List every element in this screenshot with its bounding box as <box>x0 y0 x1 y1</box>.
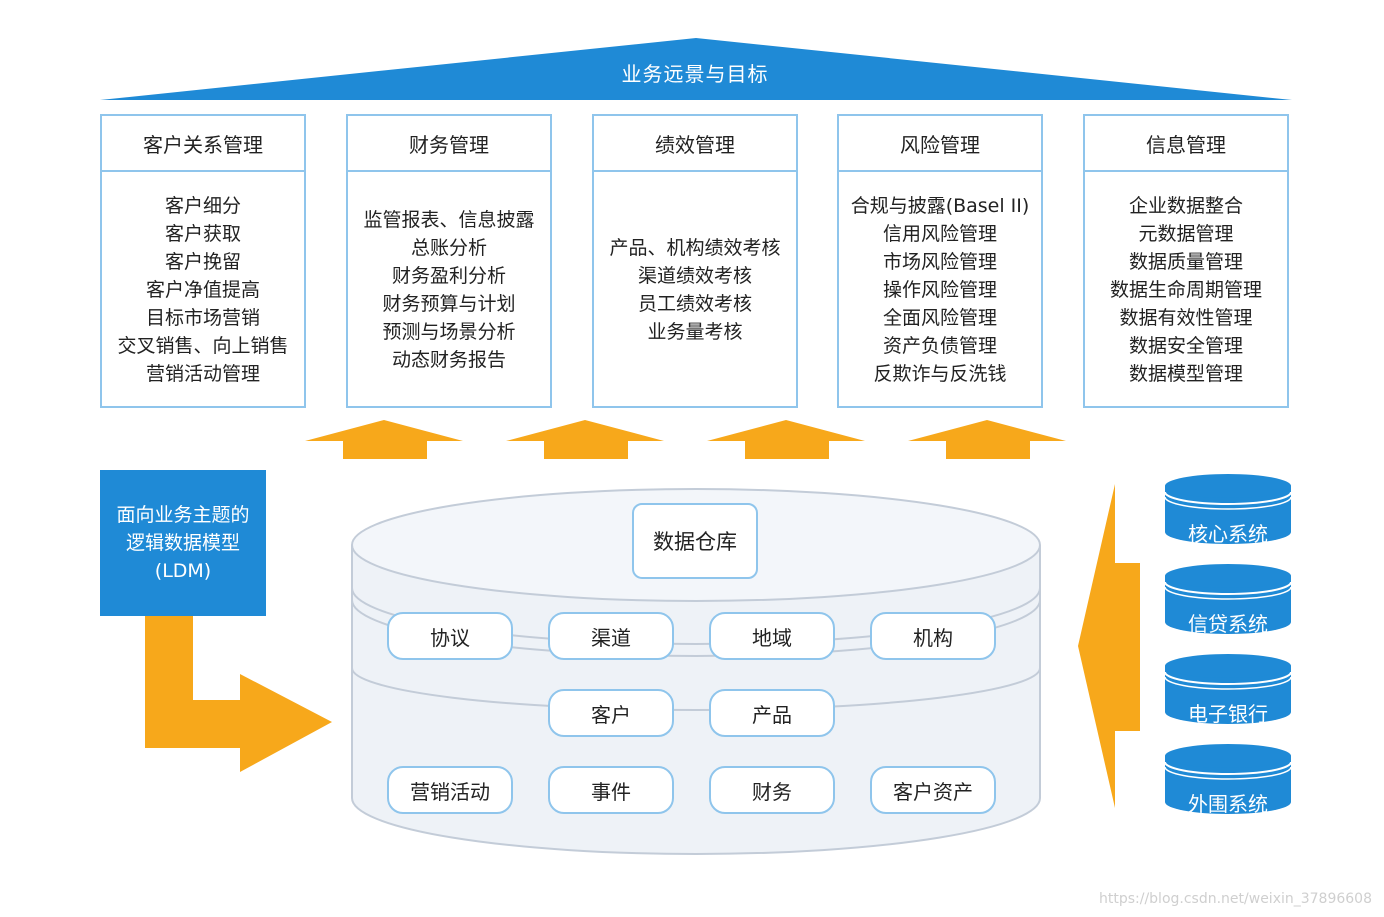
up-arrow-icon <box>506 420 664 459</box>
module-customer-relationship: 客户关系管理 客户细分 客户获取 客户挽留 客户净值提高 目标市场营销 交叉销售… <box>100 114 306 408</box>
module-items: 监管报表、信息披露 总账分析 财务盈利分析 财务预算与计划 预测与场景分析 动态… <box>348 172 550 408</box>
module-information: 信息管理 企业数据整合 元数据管理 数据质量管理 数据生命周期管理 数据有效性管… <box>1083 114 1289 408</box>
module-item: 渠道绩效考核 <box>637 265 752 287</box>
disk-icon <box>1164 474 1292 544</box>
module-item: 数据安全管理 <box>1128 335 1243 357</box>
module-item: 元数据管理 <box>1138 223 1234 245</box>
module-items: 企业数据整合 元数据管理 数据质量管理 数据生命周期管理 数据有效性管理 数据安… <box>1085 172 1287 408</box>
source-label: 电子银行 <box>1188 702 1268 726</box>
module-item: 数据质量管理 <box>1128 251 1243 273</box>
subject-pill: 渠道 <box>548 612 674 660</box>
vision-title: 业务远景与目标 <box>621 62 769 86</box>
module-risk: 风险管理 合规与披露(Basel II) 信用风险管理 市场风险管理 操作风险管… <box>837 114 1043 408</box>
module-item: 全面风险管理 <box>882 307 997 329</box>
vision-roof <box>100 38 1292 100</box>
watermark: https://blog.csdn.net/weixin_37896608 <box>1098 891 1372 907</box>
ldm-box: 面向业务主题的 逻辑数据模型 (LDM) <box>100 470 266 616</box>
module-item: 目标市场营销 <box>145 307 260 329</box>
module-items: 客户细分 客户获取 客户挽留 客户净值提高 目标市场营销 交叉销售、向上销售 营… <box>102 172 304 408</box>
module-item: 财务预算与计划 <box>382 293 516 315</box>
module-title: 绩效管理 <box>594 116 796 172</box>
up-arrow-icon <box>707 420 865 459</box>
module-item: 客户细分 <box>164 195 241 217</box>
module-performance: 绩效管理 产品、机构绩效考核 渠道绩效考核 员工绩效考核 业务量考核 <box>592 114 798 408</box>
module-item: 客户净值提高 <box>145 279 260 301</box>
warehouse-title: 数据仓库 <box>632 503 758 579</box>
source-label: 信贷系统 <box>1188 612 1268 636</box>
disk-icon <box>1164 564 1292 634</box>
module-title: 客户关系管理 <box>102 116 304 172</box>
module-title: 财务管理 <box>348 116 550 172</box>
module-item: 信用风险管理 <box>882 223 997 245</box>
subject-pill: 事件 <box>548 766 674 814</box>
module-finance: 财务管理 监管报表、信息披露 总账分析 财务盈利分析 财务预算与计划 预测与场景… <box>346 114 552 408</box>
module-item: 反欺诈与反洗钱 <box>873 363 1007 385</box>
up-arrow-icon <box>305 420 463 459</box>
module-item: 数据模型管理 <box>1128 363 1243 385</box>
subject-pill: 产品 <box>709 689 835 737</box>
module-item: 客户挽留 <box>164 251 241 273</box>
up-arrow-icon <box>908 420 1066 459</box>
ldm-line: 面向业务主题的 <box>116 504 250 526</box>
up-arrows <box>305 420 1066 459</box>
subject-pill: 营销活动 <box>387 766 513 814</box>
module-item: 市场风险管理 <box>882 251 997 273</box>
module-title: 信息管理 <box>1085 116 1287 172</box>
subject-pill: 协议 <box>387 612 513 660</box>
subject-pill: 客户 <box>548 689 674 737</box>
module-item: 业务量考核 <box>647 321 743 343</box>
module-item: 预测与场景分析 <box>382 321 516 343</box>
module-item: 操作风险管理 <box>882 279 997 301</box>
module-item: 合规与披露(Basel II) <box>850 195 1030 217</box>
module-item: 财务盈利分析 <box>391 265 506 287</box>
disk-icon <box>1164 654 1292 724</box>
module-item: 数据有效性管理 <box>1119 307 1253 329</box>
source-arrow-icon <box>1078 484 1140 808</box>
subject-pill: 财务 <box>709 766 835 814</box>
subject-pill: 机构 <box>870 612 996 660</box>
source-label: 核心系统 <box>1188 522 1268 546</box>
module-item: 资产负债管理 <box>882 335 997 357</box>
subject-pill: 客户资产 <box>870 766 996 814</box>
module-item: 交叉销售、向上销售 <box>117 335 289 357</box>
module-item: 企业数据整合 <box>1128 195 1243 217</box>
module-item: 客户获取 <box>164 223 241 245</box>
module-item: 营销活动管理 <box>145 363 260 385</box>
module-item: 监管报表、信息披露 <box>363 209 535 231</box>
module-item: 数据生命周期管理 <box>1109 279 1262 301</box>
module-item: 动态财务报告 <box>391 349 506 371</box>
module-item: 总账分析 <box>410 237 487 259</box>
subject-pill: 地域 <box>709 612 835 660</box>
source-label: 外围系统 <box>1188 792 1268 816</box>
module-item: 员工绩效考核 <box>637 293 752 315</box>
module-items: 合规与披露(Basel II) 信用风险管理 市场风险管理 操作风险管理 全面风… <box>839 172 1041 408</box>
module-items: 产品、机构绩效考核 渠道绩效考核 员工绩效考核 业务量考核 <box>594 172 796 408</box>
ldm-line: (LDM) <box>154 560 212 582</box>
ldm-arrow-icon <box>145 616 332 772</box>
module-item: 产品、机构绩效考核 <box>609 237 781 259</box>
ldm-line: 逻辑数据模型 <box>125 532 240 554</box>
disk-icon <box>1164 744 1292 814</box>
module-title: 风险管理 <box>839 116 1041 172</box>
source-disks <box>1164 474 1292 814</box>
